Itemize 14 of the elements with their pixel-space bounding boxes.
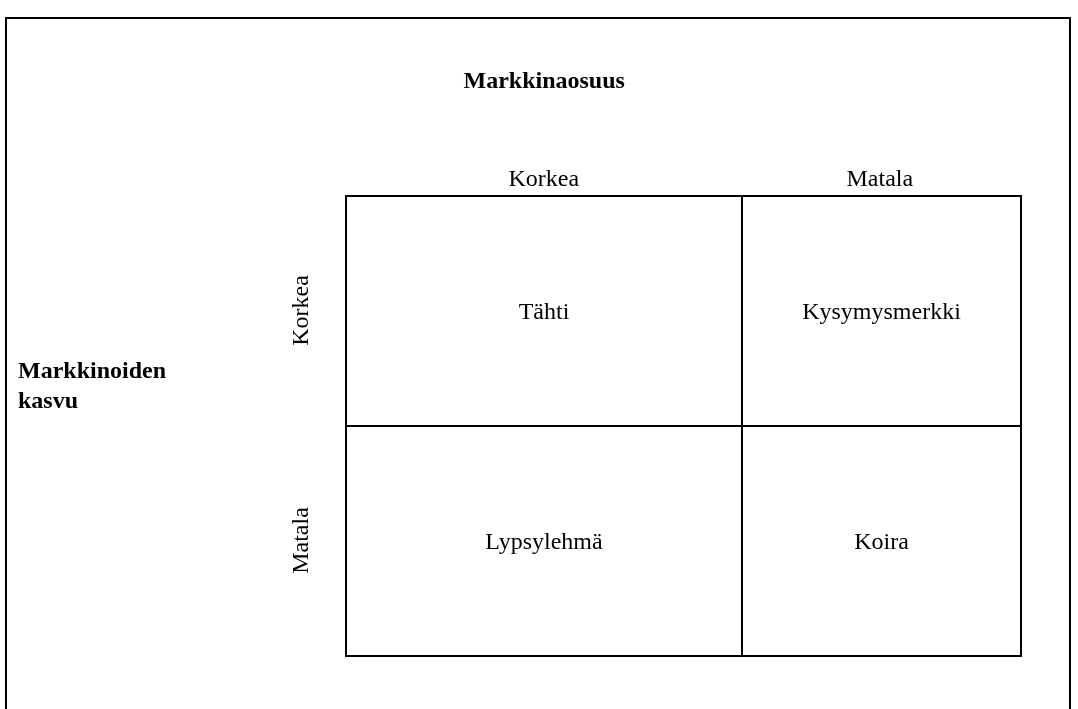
matrix-cell [741,195,1022,427]
matrix-cell [741,425,1022,657]
quadrant-label: Tähti [518,297,570,325]
quadrant-label: Lypsylehmä [485,527,603,555]
axis-title: Markkinaosuus [463,66,625,94]
row-label: Korkea [286,274,314,346]
column-label: Korkea [508,164,580,192]
row-label: Matala [286,506,314,574]
quadrant-label: Kysymysmerkki [802,297,961,325]
column-label: Matala [846,164,914,192]
matrix-cell [345,195,743,427]
matrix-cell [345,425,743,657]
quadrant-label: Koira [854,527,909,555]
axis-title: Markkinoiden kasvu [18,356,168,415]
